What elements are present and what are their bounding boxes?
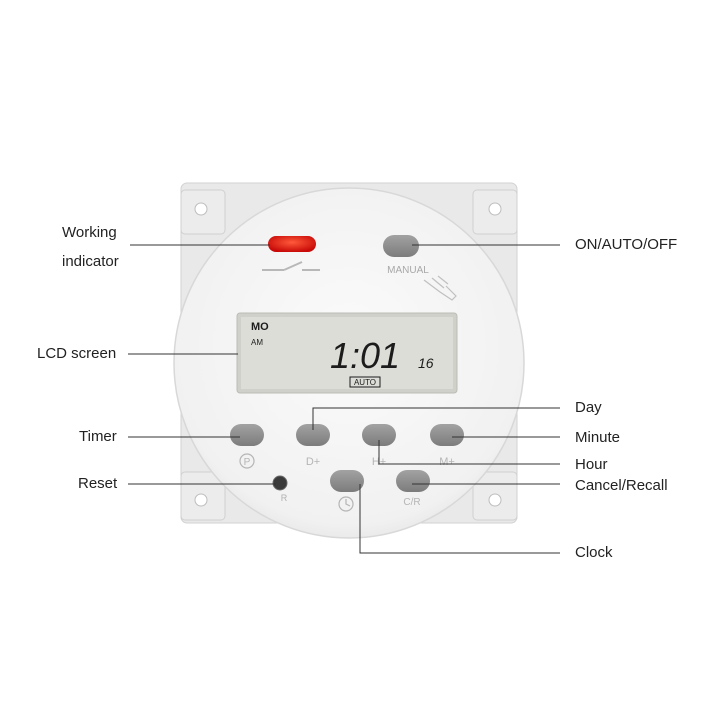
minute-button[interactable] [430, 424, 464, 446]
hour-button[interactable] [362, 424, 396, 446]
label-lcd-screen: LCD screen [37, 345, 117, 362]
mount-hole-bl [194, 493, 208, 507]
clock-button[interactable] [330, 470, 364, 492]
lcd-time: 1:01 [330, 335, 400, 376]
r-text: R [281, 493, 288, 503]
label-clock: Clock [575, 544, 613, 561]
mount-hole-br [488, 493, 502, 507]
clock-hands-icon [345, 499, 351, 507]
manual-text: MANUAL [387, 265, 429, 276]
leader-lines [128, 244, 560, 554]
lcd-day: MO [251, 321, 269, 333]
mount-hole-tl [194, 202, 208, 216]
label-indicator: indicator [62, 253, 119, 270]
lcd-screen: MO AM 1:01 16 AUTO [236, 312, 458, 394]
reset-button[interactable] [272, 475, 288, 491]
cr-text: C/R [403, 497, 420, 508]
label-hour: Hour [575, 456, 608, 473]
timer-button[interactable] [230, 424, 264, 446]
lcd-display [241, 317, 453, 389]
day-button[interactable] [296, 424, 330, 446]
p-symbol-ring [239, 453, 255, 469]
on-auto-off-button[interactable] [383, 235, 419, 257]
label-day: Day [575, 399, 602, 416]
lcd-mode-box [349, 376, 381, 388]
clock-symbol-icon [338, 496, 354, 512]
label-working: Working [62, 224, 117, 241]
line-hour [378, 440, 560, 465]
mount-hole-tr [488, 202, 502, 216]
label-on-auto-off: ON/AUTO/OFF [575, 236, 678, 253]
label-minute: Minute [575, 429, 621, 446]
switch-symbol [262, 261, 320, 271]
lcd-seconds: 16 [418, 355, 434, 371]
working-indicator-led [268, 236, 316, 252]
label-cancel-recall: Cancel/Recall [575, 477, 668, 494]
hand-icon [423, 275, 457, 301]
d-plus-text: D+ [306, 456, 320, 468]
label-reset: Reset [78, 475, 118, 492]
lcd-mode: AUTO [354, 378, 376, 387]
label-timer: Timer [79, 428, 117, 445]
m-plus-text: M+ [439, 456, 455, 468]
line-clock [359, 484, 560, 554]
p-symbol: P [244, 457, 251, 468]
cancel-recall-button[interactable] [396, 470, 430, 492]
line-day [312, 407, 560, 430]
lcd-ampm: AM [251, 338, 263, 347]
